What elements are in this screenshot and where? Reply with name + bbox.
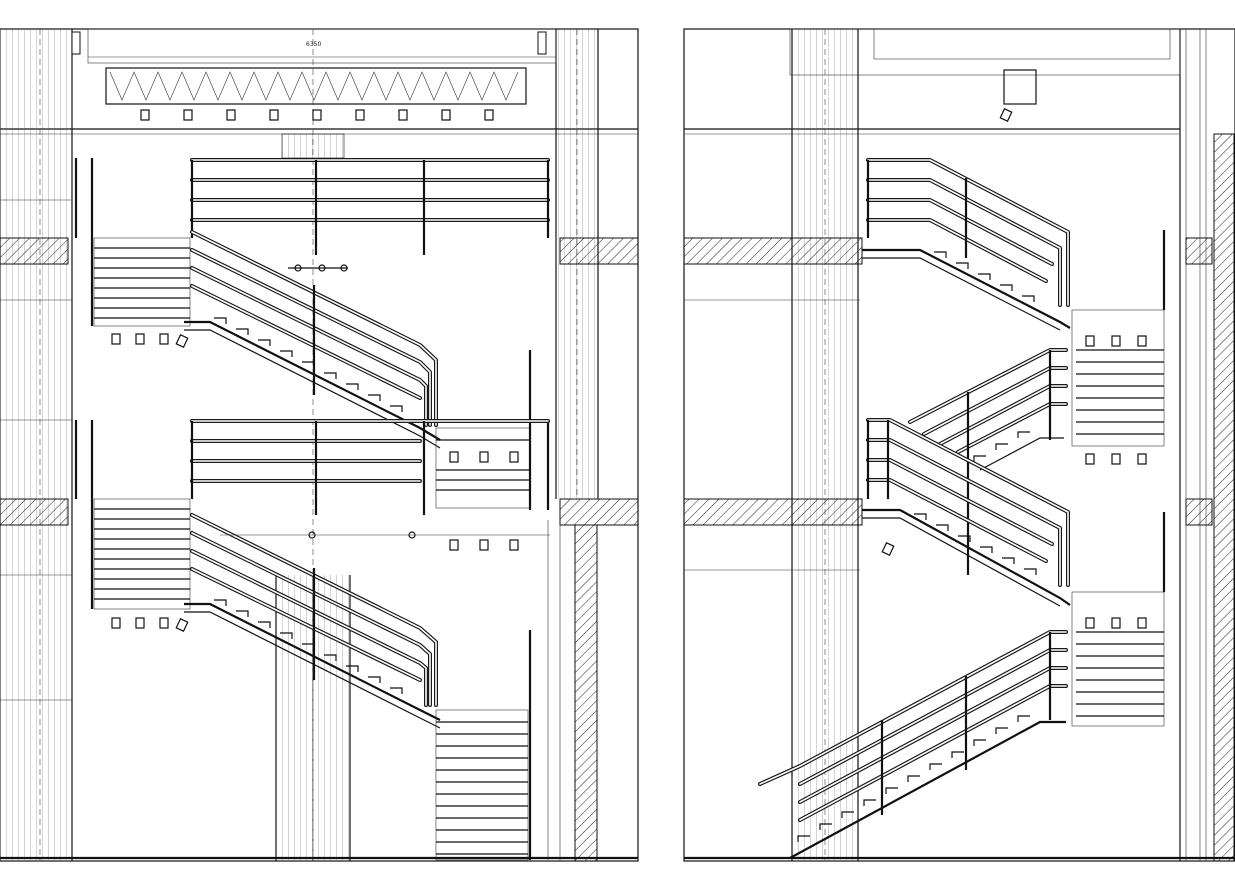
right-section — [683, 28, 1235, 862]
right-slab-lower — [683, 498, 863, 526]
ceiling-truss: 6350 — [71, 28, 557, 105]
right-middle-flight — [908, 348, 1068, 575]
right-lower-flight — [862, 418, 1166, 607]
ceiling-lights — [140, 109, 494, 121]
left-column — [0, 29, 73, 861]
middle-landing — [435, 350, 550, 510]
lower-flight — [74, 419, 550, 861]
right-lower-landing — [1071, 591, 1165, 727]
right-bottom-flight — [758, 630, 1068, 859]
right-section-wall — [1179, 29, 1235, 862]
upper-flight — [74, 158, 550, 449]
slab-left-lower — [0, 498, 69, 526]
left-section: 6350 — [0, 28, 639, 862]
right-slab-upper — [683, 237, 863, 265]
right-top-flight — [862, 158, 1166, 331]
slab-right-upper — [559, 237, 639, 265]
right-section-column — [791, 29, 859, 861]
right-wall — [574, 524, 598, 862]
dimension-label: 6350 — [306, 41, 321, 48]
slab-left-upper — [0, 237, 69, 265]
slab-right-lower — [559, 498, 639, 526]
right-upper-landing — [1071, 309, 1165, 465]
center-column — [275, 29, 351, 861]
